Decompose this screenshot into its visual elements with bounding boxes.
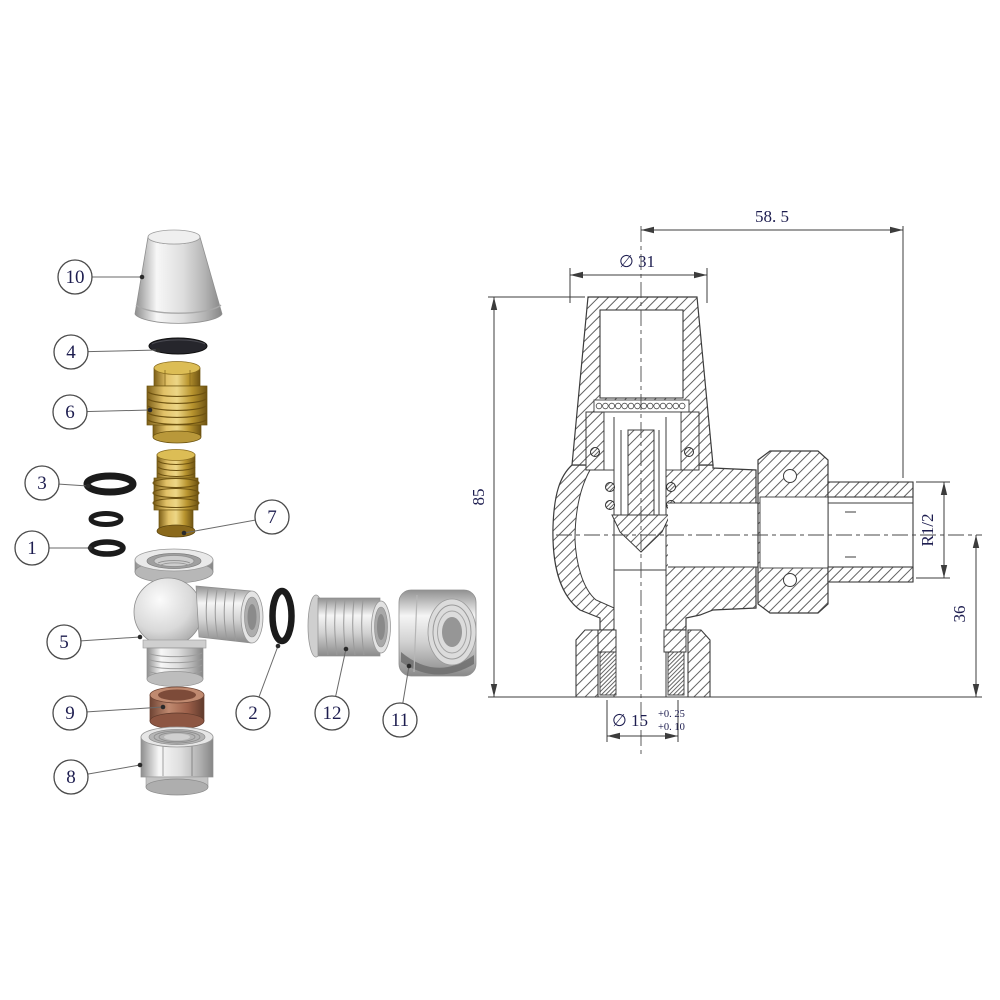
svg-text:36: 36 <box>950 606 969 623</box>
svg-text:10: 10 <box>66 267 85 288</box>
svg-text:58. 5: 58. 5 <box>755 207 789 226</box>
svg-text:7: 7 <box>267 507 277 528</box>
part-tail-adaptor <box>307 594 391 658</box>
callout-5: 5 <box>46 624 143 660</box>
svg-text:5: 5 <box>59 632 69 653</box>
svg-text:85: 85 <box>469 489 488 506</box>
part-gland-bushing <box>146 361 208 444</box>
section-outlet-tail <box>827 481 914 583</box>
section-bonnet-right <box>680 411 700 471</box>
callout-10: 10 <box>57 259 145 295</box>
svg-text:∅ 15: ∅ 15 <box>612 711 648 730</box>
section-body-chamber <box>574 469 615 609</box>
part-olive <box>149 686 205 730</box>
part-oring-small-upper <box>88 511 124 527</box>
callout-12: 12 <box>314 646 350 731</box>
section-bonnet-left <box>585 411 605 471</box>
part-hex-nut <box>398 589 477 677</box>
callout-6: 6 <box>52 394 153 430</box>
part-oring-1 <box>88 539 126 557</box>
centerlines <box>556 226 982 757</box>
dim-overall-width: 58. 5 <box>641 207 904 478</box>
callout-7: 7 <box>181 499 290 536</box>
svg-text:3: 3 <box>37 473 47 494</box>
callout-9: 9 <box>52 695 166 731</box>
dim-overall-height: 85 <box>469 296 585 697</box>
callout-8: 8 <box>53 759 143 795</box>
svg-text:12: 12 <box>323 703 342 724</box>
svg-text:+0. 10: +0. 10 <box>658 722 685 733</box>
exploded-view: 10 4 6 3 <box>14 229 477 796</box>
svg-text:9: 9 <box>65 703 75 724</box>
callout-4: 4 <box>53 334 161 370</box>
callout-3: 3 <box>24 465 91 501</box>
svg-text:6: 6 <box>65 402 75 423</box>
part-oring-2 <box>269 587 295 645</box>
part-seal-disc <box>148 337 208 355</box>
part-spindle <box>152 449 200 538</box>
svg-text:2: 2 <box>248 703 258 724</box>
callouts: 10 4 6 3 <box>14 259 418 795</box>
section-drawing: 58. 5 ∅ 31 85 <box>469 207 982 757</box>
svg-text:8: 8 <box>66 767 76 788</box>
svg-text:1: 1 <box>27 538 37 559</box>
section-union-nut <box>757 450 829 614</box>
part-cap <box>134 229 223 324</box>
section-bead-strip <box>593 399 690 413</box>
dimensions: 58. 5 ∅ 31 85 <box>469 207 980 742</box>
svg-text:11: 11 <box>391 710 409 731</box>
dim-outlet-thread: R1/2 <box>916 481 950 579</box>
svg-text:4: 4 <box>66 342 76 363</box>
svg-text:∅ 31: ∅ 31 <box>619 252 655 271</box>
svg-text:+0. 25: +0. 25 <box>658 709 685 720</box>
part-oring-3 <box>83 472 137 496</box>
callout-1: 1 <box>14 530 93 566</box>
part-compression-nut <box>140 726 214 796</box>
part-valve-body <box>133 548 264 687</box>
svg-text:R1/2: R1/2 <box>918 513 937 546</box>
dim-outlet-height: 36 <box>950 535 980 697</box>
dim-cap-diameter: ∅ 31 <box>569 252 708 303</box>
section-bottom-connection <box>575 629 711 698</box>
callout-2: 2 <box>235 643 281 731</box>
callout-11: 11 <box>382 663 418 738</box>
section-cap-insert <box>599 309 684 399</box>
dim-inlet-diameter: ∅ 15 +0. 25 +0. 10 <box>606 700 685 742</box>
